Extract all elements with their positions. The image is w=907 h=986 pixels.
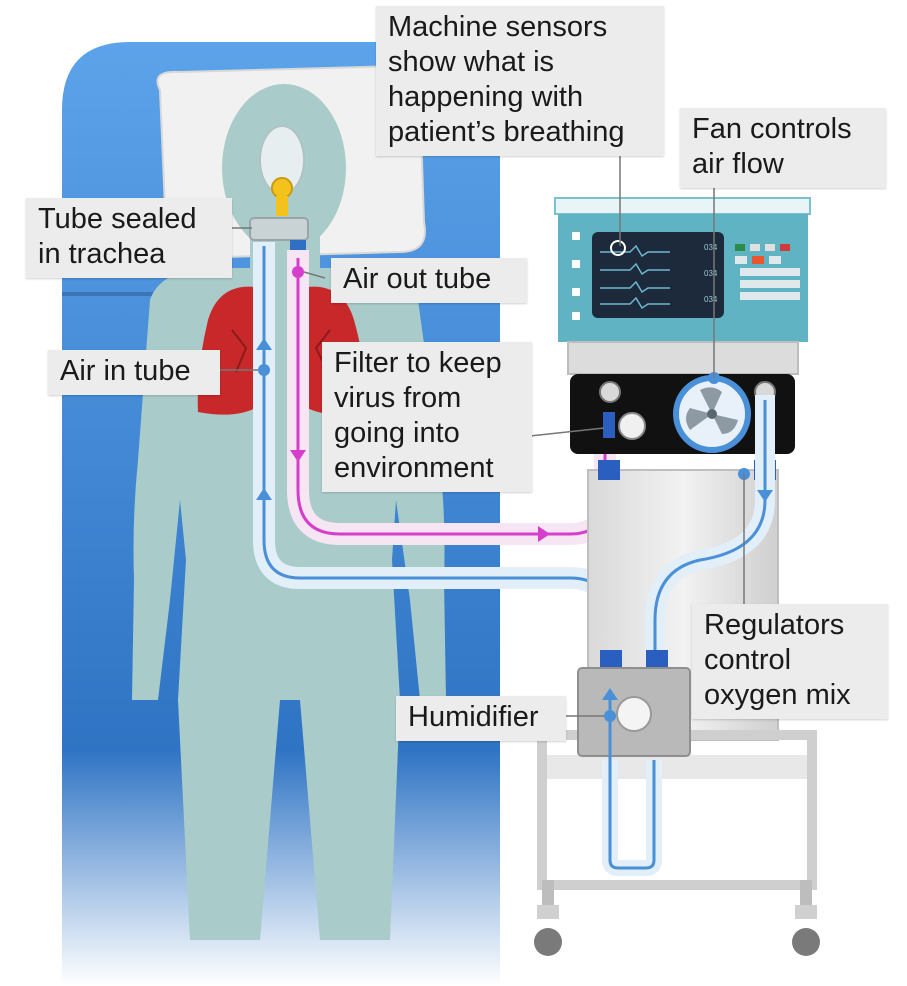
waveforms — [600, 244, 670, 310]
label-line: patient’s breathing — [388, 116, 625, 148]
fan — [673, 372, 751, 453]
monitor-readout-2: 034 — [704, 269, 718, 278]
label-line: environment — [334, 452, 494, 484]
label-line: Machine sensors — [388, 11, 608, 43]
label-fan-controls: Fan controls air flow — [680, 108, 886, 188]
leader-lines — [218, 155, 745, 717]
label-line: control — [704, 644, 792, 676]
label-line: going into — [334, 417, 460, 449]
monitor-readout-3: 034 — [704, 295, 718, 304]
oxygen-mask — [249, 125, 309, 256]
label-line: Fan controls — [692, 113, 852, 145]
label-line: virus from — [334, 382, 462, 414]
pressure-gauge — [618, 412, 646, 440]
label-line: Tube sealed — [38, 203, 197, 235]
monitor-readout-1: 034 — [704, 243, 718, 252]
label-humidifier: Humidifier — [396, 696, 566, 741]
label-air-out-tube: Air out tube — [331, 258, 527, 303]
keypad — [735, 244, 800, 300]
label-line: Regulators — [704, 609, 845, 641]
label-line: Air in tube — [60, 355, 191, 387]
label-tube-sealed: Tube sealed in trachea — [26, 198, 232, 278]
humidifier-unit — [577, 650, 691, 876]
label-line: oxygen mix — [704, 679, 851, 711]
label-line: happening with — [388, 81, 584, 113]
label-line: Humidifier — [408, 701, 539, 733]
wheels — [534, 880, 820, 956]
label-line: air flow — [692, 148, 784, 180]
label-line: Filter to keep — [334, 347, 502, 379]
label-air-in-tube: Air in tube — [48, 350, 220, 395]
label-line: Air out tube — [343, 263, 492, 295]
label-regulators: Regulators control oxygen mix — [692, 604, 888, 719]
label-machine-sensors: Machine sensors show what is happening w… — [376, 6, 664, 156]
label-line: show what is — [388, 46, 555, 78]
label-filter: Filter to keep virus from going into env… — [322, 342, 532, 492]
label-line: in trachea — [38, 238, 166, 270]
